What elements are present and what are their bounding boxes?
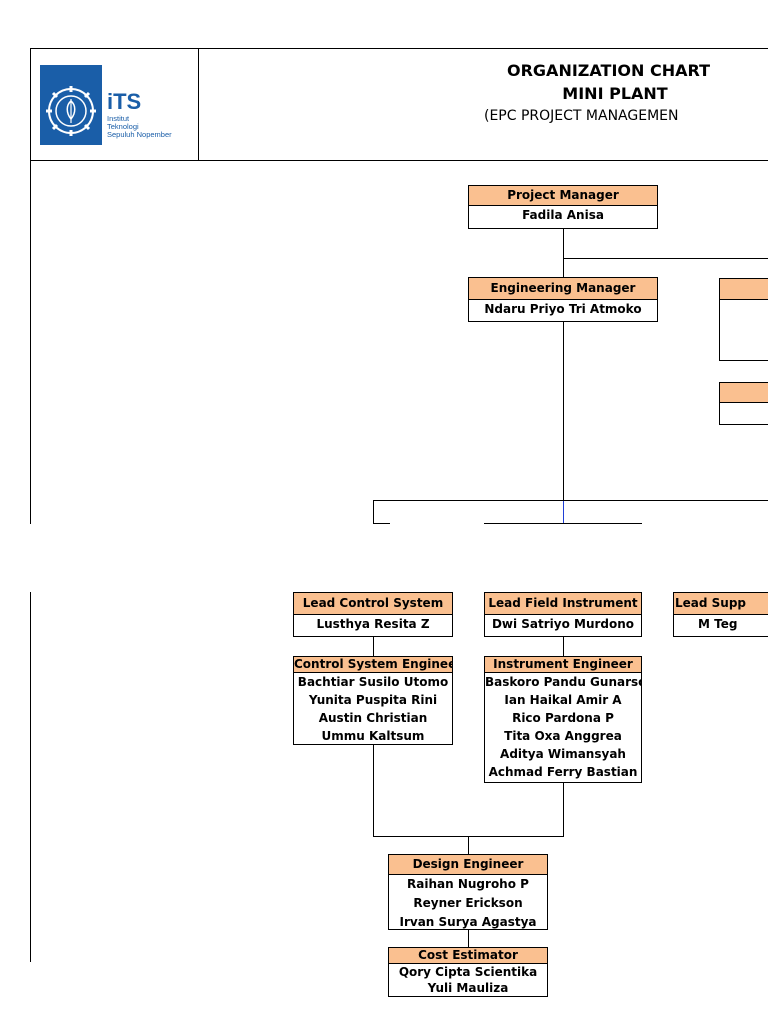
partial-box-header-2 [720,382,768,403]
node-project-manager: Project Manager Fadila Anisa [468,185,658,229]
node-member: Dwi Satriyo Murdono [491,617,635,631]
node-member: Lusthya Resita Z [316,617,430,631]
node-member: Ndaru Priyo Tri Atmoko [484,302,642,316]
its-seal-icon [40,65,102,145]
its-name-line3: Sepuluh Nopember [107,130,172,139]
node-member: Ummu Kaltsum [321,729,425,743]
logo-cell-divider [198,48,199,161]
highlighted-connector [563,501,564,524]
node-member: Fadila Anisa [522,208,604,222]
node-member: Reyner Erickson [413,896,523,910]
em-down-connector [563,321,564,501]
node-member: Yuli Mauliza [427,981,509,995]
right-branch-vertical-1 [719,278,720,361]
node-member: Bachtiar Susilo Utomo [297,675,449,689]
node-member: M Teg [698,617,738,631]
ie-down-connector [563,782,564,837]
node-member: Irvan Surya Agastya [399,915,537,929]
pm-branch-right [563,258,768,259]
frame-top-border [30,48,768,49]
node-control-system-engineer: Control System Engineer Bachtiar Susilo … [293,656,453,745]
partial-box-bottom-2 [719,424,768,425]
lcs-to-cse-connector [373,636,374,656]
node-design-engineer: Design Engineer Raihan Nugroho P Reyner … [388,854,548,930]
node-lead-support: Lead Supp M Teg [673,592,768,637]
frame-left-border-bottom [30,592,31,962]
node-title: Design Engineer [389,855,547,875]
node-title: Project Manager [469,186,657,206]
node-title: Instrument Engineer [485,657,641,673]
header-bottom-border [30,160,768,161]
node-instrument-engineer: Instrument Engineer Baskoro Pandu Gunars… [484,656,642,783]
its-logo: iTS Institut Teknologi Sepuluh Nopember [36,63,196,153]
cut-line-segment-1 [373,523,390,524]
its-brand-text: iTS [107,89,142,114]
cse-down-connector [373,744,374,837]
node-member: Baskoro Pandu Gunarso [485,675,641,689]
its-name-line2: Teknologi [107,122,139,131]
node-title: Cost Estimator [389,948,547,964]
chart-title-line1: ORGANIZATION CHART [507,61,710,80]
node-engineering-manager: Engineering Manager Ndaru Priyo Tri Atmo… [468,277,658,322]
partial-box-header-1 [720,278,768,300]
cut-line-segment-2 [484,523,642,524]
node-title: Lead Field Instrument [485,593,641,615]
de-to-ce-connector [468,929,469,947]
node-member: Austin Christian [318,711,428,725]
node-cost-estimator: Cost Estimator Qory Cipta Scientika Yuli… [388,947,548,997]
node-member: Ian Haikal Amir A [504,693,622,707]
node-member: Achmad Ferry Bastian [488,765,638,779]
node-title: Engineering Manager [469,278,657,300]
pm-to-em-connector [563,228,564,277]
lfi-to-ie-connector [563,636,564,656]
lead-bus-left-drop [373,500,374,524]
its-name-line1: Institut [107,114,130,123]
node-title: Control System Engineer [294,657,452,673]
node-member: Qory Cipta Scientika [398,965,538,979]
node-lead-control-system: Lead Control System Lusthya Resita Z [293,592,453,637]
merge-to-de-connector [468,836,469,854]
lead-bus-line [373,500,768,501]
node-lead-field-instrument: Lead Field Instrument Dwi Satriyo Murdon… [484,592,642,637]
node-member: Yunita Puspita Rini [308,693,438,707]
node-member: Aditya Wimansyah [500,747,626,761]
frame-left-border-top [30,48,31,524]
node-member: Tita Oxa Anggrea [504,729,622,743]
chart-title-line2: MINI PLANT [562,84,668,103]
partial-box-bottom-1 [719,360,768,361]
node-member: Raihan Nugroho P [407,877,529,891]
node-title: Lead Supp [674,593,768,615]
node-member: Rico Pardona P [512,711,614,725]
node-title: Lead Control System [294,593,452,615]
right-branch-vertical-2 [719,382,720,425]
chart-title-line3: (EPC PROJECT MANAGEMEN [484,108,679,124]
